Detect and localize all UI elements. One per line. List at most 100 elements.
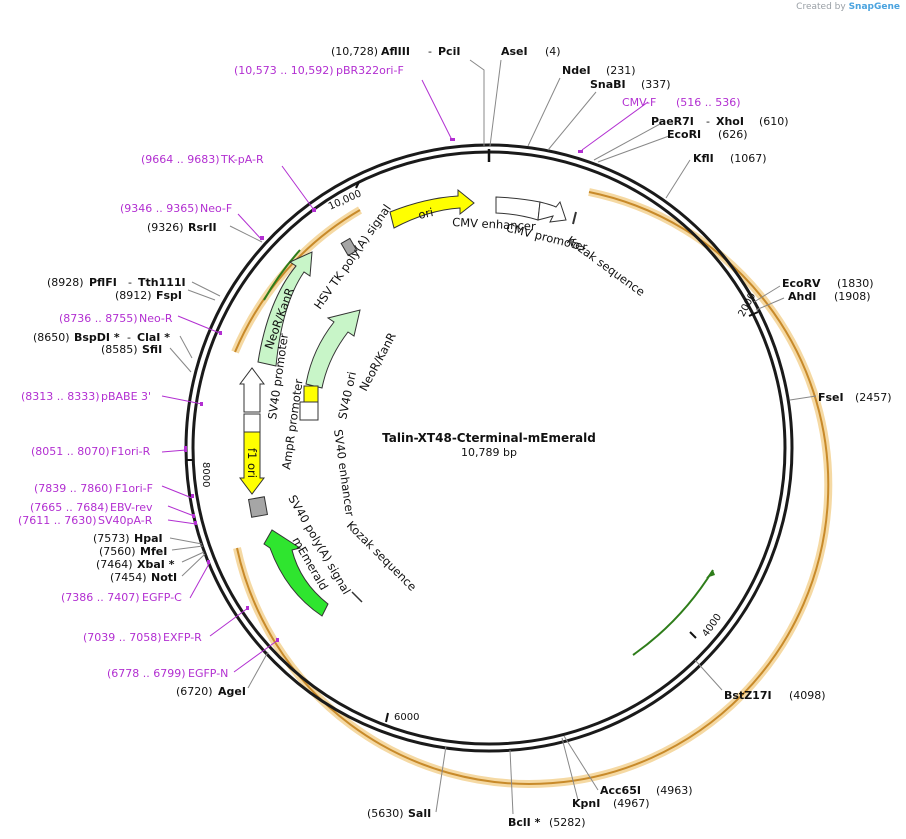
primer-egfpn-name: EGFP-N bbox=[188, 667, 228, 680]
primer-pbr322-name: pBR322ori-F bbox=[336, 64, 404, 77]
site-acc65i-pos: (4963) bbox=[656, 784, 693, 797]
site-ndei-pos: (231) bbox=[606, 64, 636, 77]
primer-pbabe-name: pBABE 3' bbox=[101, 390, 151, 403]
snapgene-credit: Created by SnapGene bbox=[796, 2, 900, 12]
sv40-promoter-box-inner bbox=[299, 401, 319, 421]
sv40-promoter-arrow bbox=[239, 367, 265, 413]
plasmid-name: Talin-XT48-Cterminal-mEmerald bbox=[382, 431, 596, 445]
primer-pbabe-range: (8313 .. 8333) bbox=[21, 390, 100, 403]
primer-labels: (10,573 .. 10,592) pBR322ori-F CMV-F (51… bbox=[18, 64, 741, 680]
primer-egfpn-range: (6778 .. 6799) bbox=[107, 667, 186, 680]
site-bstz17i-pos: (4098) bbox=[789, 689, 826, 702]
site-labels: (10,728) AflIII - PciI AseI (4) NdeI (23… bbox=[33, 45, 892, 829]
kozak-1-label: Kozak sequence bbox=[564, 233, 647, 299]
site-noti-name: NotI bbox=[151, 571, 177, 584]
site-ecori-pos: (626) bbox=[718, 128, 748, 141]
f1-ori-label: f1 ori bbox=[245, 448, 259, 478]
site-kfli-name: KflI bbox=[693, 152, 714, 165]
site-afliii-name: AflIII bbox=[381, 45, 410, 58]
site-pflfi-pos: (8928) bbox=[47, 276, 84, 289]
sv40-ori-label: SV40 ori bbox=[335, 370, 359, 420]
site-bspdi-name: BspDI * bbox=[74, 331, 120, 344]
site-ecorv-name: EcoRV bbox=[782, 277, 821, 290]
snapgene-logo: SnapGene bbox=[848, 2, 900, 12]
cmv-promoter-arrow bbox=[537, 200, 567, 223]
site-paer7i-sep: - bbox=[706, 115, 710, 128]
primer-tkpar-name: TK-pA-R bbox=[220, 153, 264, 166]
site-xbai-name: XbaI * bbox=[137, 558, 175, 571]
site-kpni-name: KpnI bbox=[572, 797, 600, 810]
orf-highlight bbox=[231, 188, 833, 788]
primer-exfpr-range: (7039 .. 7058) bbox=[83, 631, 162, 644]
site-bspdi-pos: (8650) bbox=[33, 331, 70, 344]
neokan-outer-arrow bbox=[257, 251, 313, 367]
primer-marks bbox=[184, 138, 583, 642]
site-fspi-name: FspI bbox=[156, 289, 182, 302]
site-fsei-pos: (2457) bbox=[855, 391, 892, 404]
primer-ebvrev-range: (7665 .. 7684) bbox=[30, 501, 109, 514]
site-pflfi-name: PflFI bbox=[89, 276, 117, 289]
site-paer7i-name: PaeR7I bbox=[651, 115, 694, 128]
site-kpni-pos: (4967) bbox=[613, 797, 650, 810]
site-ecori-name: EcoRI bbox=[667, 128, 701, 141]
hsv-tk-box bbox=[340, 237, 358, 257]
primer-f1orif-range: (7839 .. 7860) bbox=[34, 482, 113, 495]
primer-neof-range: (9346 .. 9365) bbox=[120, 202, 199, 215]
site-acc65i-name: Acc65I bbox=[600, 784, 641, 797]
kozak-2-label: Kozak sequence bbox=[344, 518, 420, 594]
cmv-enhancer-arrow bbox=[495, 196, 541, 221]
site-bspdi-sep: - bbox=[127, 331, 131, 344]
site-agei-name: AgeI bbox=[218, 685, 246, 698]
site-bcli-pos: (5282) bbox=[549, 816, 586, 829]
site-xhoi-pos: (610) bbox=[759, 115, 789, 128]
primer-f1orif-name: F1ori-F bbox=[115, 482, 153, 495]
site-clai-name: ClaI * bbox=[137, 331, 170, 344]
tick-6000: 6000 bbox=[394, 712, 419, 723]
primer-pbr322-range: (10,573 .. 10,592) bbox=[234, 64, 334, 77]
tick-8000: 8000 bbox=[200, 462, 211, 487]
site-ahdi-pos: (1908) bbox=[834, 290, 871, 303]
primer-sv40par-range: (7611 .. 7630) bbox=[18, 514, 97, 527]
primer-f1orir-range: (8051 .. 8070) bbox=[31, 445, 110, 458]
site-rsrii-pos: (9326) bbox=[147, 221, 184, 234]
memerald-arrow bbox=[263, 529, 329, 617]
site-snabi-pos: (337) bbox=[641, 78, 671, 91]
site-snabi-name: SnaBI bbox=[590, 78, 626, 91]
primer-cmvf-name: CMV-F bbox=[622, 96, 656, 109]
site-mfei-pos: (7560) bbox=[99, 545, 136, 558]
kozak-1-mark bbox=[572, 211, 577, 225]
ampr-promoter-box bbox=[243, 413, 261, 433]
primer-neor-range: (8736 .. 8755) bbox=[59, 312, 138, 325]
site-pcii-name: PciI bbox=[438, 45, 460, 58]
green-arcs bbox=[263, 249, 715, 656]
site-fsei-name: FseI bbox=[818, 391, 844, 404]
neokan-inner-arrow bbox=[305, 309, 361, 389]
primer-ebvrev-name: EBV-rev bbox=[110, 501, 153, 514]
site-agei-pos: (6720) bbox=[176, 685, 213, 698]
site-tth111i-name: Tth111I bbox=[138, 276, 186, 289]
ori-label: ori bbox=[417, 205, 435, 222]
site-pflfi-sep: - bbox=[128, 276, 132, 289]
site-sali-name: SalI bbox=[408, 807, 431, 820]
primer-exfpr-name: EXFP-R bbox=[163, 631, 202, 644]
credit-prefix: Created by bbox=[796, 2, 846, 12]
site-rsrii-name: RsrII bbox=[188, 221, 217, 234]
site-sfii-name: SfiI bbox=[142, 343, 162, 356]
primer-neor-name: Neo-R bbox=[139, 312, 173, 325]
ampr-promoter-label: AmpR promoter bbox=[279, 378, 306, 471]
site-ndei-name: NdeI bbox=[562, 64, 591, 77]
site-afliii-sep: - bbox=[428, 45, 432, 58]
primer-egfpc-name: EGFP-C bbox=[142, 591, 182, 604]
primer-cmvf-range: (516 .. 536) bbox=[676, 96, 741, 109]
kozak-2-mark bbox=[351, 591, 363, 603]
site-sali-pos: (5630) bbox=[367, 807, 404, 820]
site-ecorv-pos: (1830) bbox=[837, 277, 874, 290]
site-mfei-name: MfeI bbox=[140, 545, 167, 558]
sv40-ori-box bbox=[303, 385, 319, 403]
site-sfii-pos: (8585) bbox=[101, 343, 138, 356]
tick-4000: 4000 bbox=[700, 612, 724, 639]
primer-neof-name: Neo-F bbox=[200, 202, 232, 215]
site-xhoi-name: XhoI bbox=[716, 115, 744, 128]
primer-leaders bbox=[161, 79, 649, 673]
